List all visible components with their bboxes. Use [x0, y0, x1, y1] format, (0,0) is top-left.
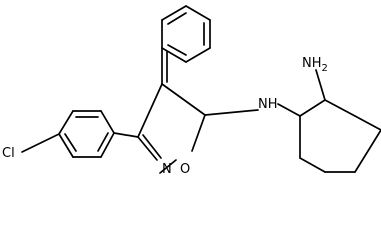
- amino-nh2-subscript: 2: [322, 63, 328, 74]
- chlorophenyl-ring: [58, 110, 115, 158]
- bond-isoxazole-chlorophenyl: [113, 132, 139, 138]
- phenyl-ring: [161, 5, 211, 63]
- bond-nh-cyclohexyl: [277, 103, 301, 117]
- amino-nh2-label: NH2: [302, 56, 328, 74]
- amine-nh-label: NH: [258, 97, 278, 112]
- bond-c5-nh: [204, 109, 259, 116]
- cyclohexane-ring: [299, 99, 381, 173]
- bond-chlorine: [21, 133, 60, 153]
- ring-oxygen-label: O: [180, 162, 190, 177]
- ring-nitrogen-label: N: [162, 162, 172, 177]
- isoxazole-ring: [137, 83, 206, 174]
- chemical-structure-diagram: Cl N O NH NH2: [2, 5, 381, 177]
- amino-nh2-main: NH: [302, 56, 322, 71]
- bond-nh2: [315, 69, 326, 101]
- chlorine-label: Cl: [2, 146, 15, 161]
